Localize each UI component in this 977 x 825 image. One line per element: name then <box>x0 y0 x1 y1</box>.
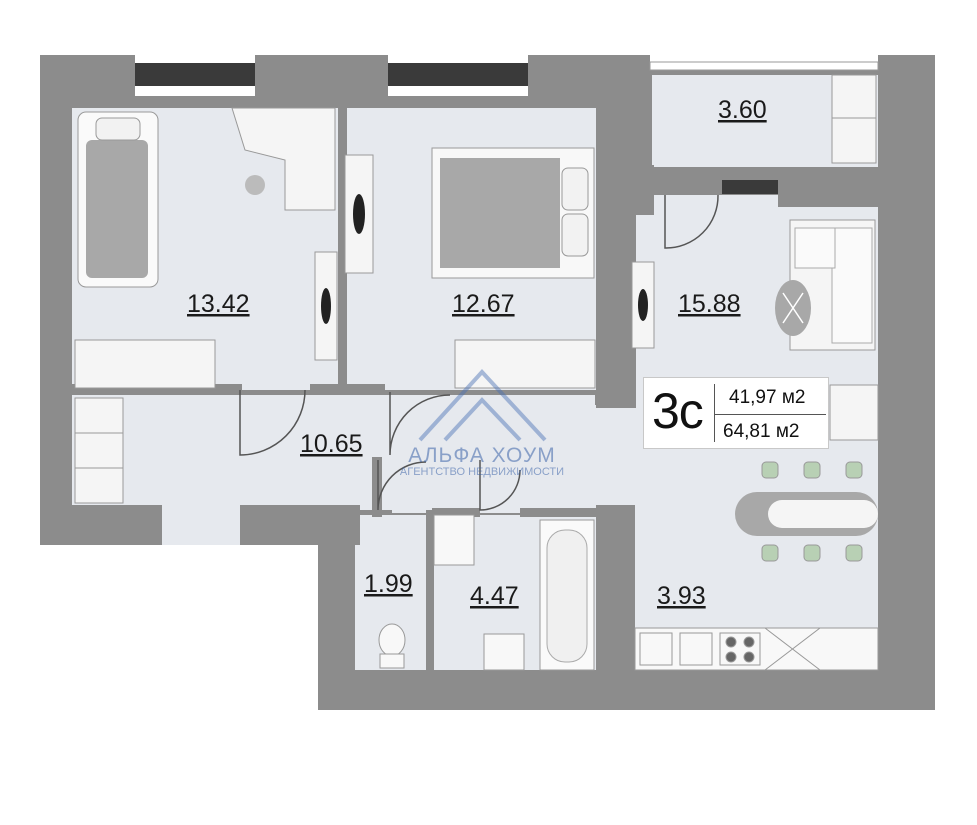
balcony-shelves <box>831 74 877 164</box>
room-area-balcony: 3.60 <box>718 96 767 124</box>
room-area-bedroom-2: 12.67 <box>452 290 515 318</box>
doors <box>239 194 719 511</box>
tv-unit <box>631 261 655 349</box>
apartment-info-box: 3с 41,97 м2 64,81 м2 <box>643 377 829 449</box>
watermark-title: АЛЬФА ХОУМ <box>408 444 556 467</box>
toilet-bowl <box>378 623 406 669</box>
watermark-logo <box>418 369 547 442</box>
room-area-hallway: 10.65 <box>300 430 363 458</box>
armchair <box>829 384 879 441</box>
living-area: 41,97 м2 <box>729 387 806 408</box>
dining-table <box>735 461 878 562</box>
kitchen-counter <box>634 627 879 671</box>
watermark-subtitle: АГЕНТСТВО НЕДВИЖИМОСТИ <box>399 466 565 478</box>
info-divider <box>714 384 715 442</box>
room-area-bathroom: 4.47 <box>470 582 519 610</box>
hallway-wardrobe <box>74 397 124 504</box>
info-separator <box>714 414 826 415</box>
apartment-type: 3с <box>652 383 704 439</box>
coffee-table <box>775 280 811 336</box>
room-area-living-room: 15.88 <box>678 290 741 318</box>
room-area-kitchen: 3.93 <box>657 582 706 610</box>
watermark: АЛЬФА ХОУМ АГЕНТСТВО НЕДВИЖИМОСТИ <box>392 444 572 478</box>
room-area-toilet: 1.99 <box>364 570 413 598</box>
windows <box>135 61 879 194</box>
bathtub <box>539 519 595 671</box>
single-bed <box>77 111 159 288</box>
corner-desk <box>231 107 336 211</box>
total-area: 64,81 м2 <box>723 421 800 442</box>
double-bed <box>431 147 595 279</box>
wardrobe-1 <box>74 251 338 389</box>
washbasin <box>433 514 525 671</box>
wardrobe-2 <box>344 154 596 389</box>
interior-walls <box>72 108 878 710</box>
room-area-bedroom-1: 13.42 <box>187 290 250 318</box>
